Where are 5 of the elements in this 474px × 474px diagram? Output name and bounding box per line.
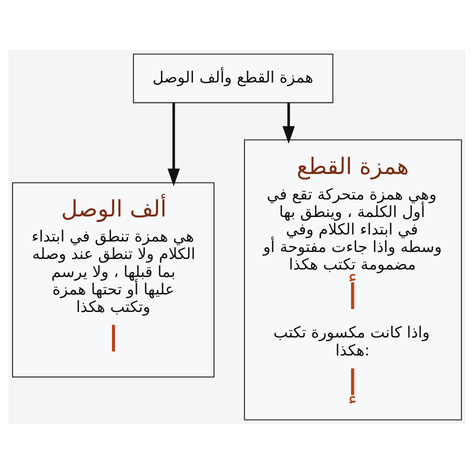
arrow	[282, 102, 295, 144]
arrow	[168, 102, 180, 186]
node-box: همزة القطع وألف الوصل	[132, 54, 334, 104]
node-box: ألف الوصل هي همزة تنطق في ابتداء الكلام ولا تنطق عند وصله بما قبلها ، ولا يرسم عليها أو تحتها همزة وتكتب هكذا ا	[12, 182, 215, 378]
node-box: همزة القطع وهي همزة متحركة تقع في أول الكلمة ، وينطق بها في ابتداء الكلام وفي وسطه واذا جاءت مفتوحة أو مضمومة تكتب هكذا أ واذا كانت مكسورة تكتب هكذا: إ	[244, 139, 462, 420]
